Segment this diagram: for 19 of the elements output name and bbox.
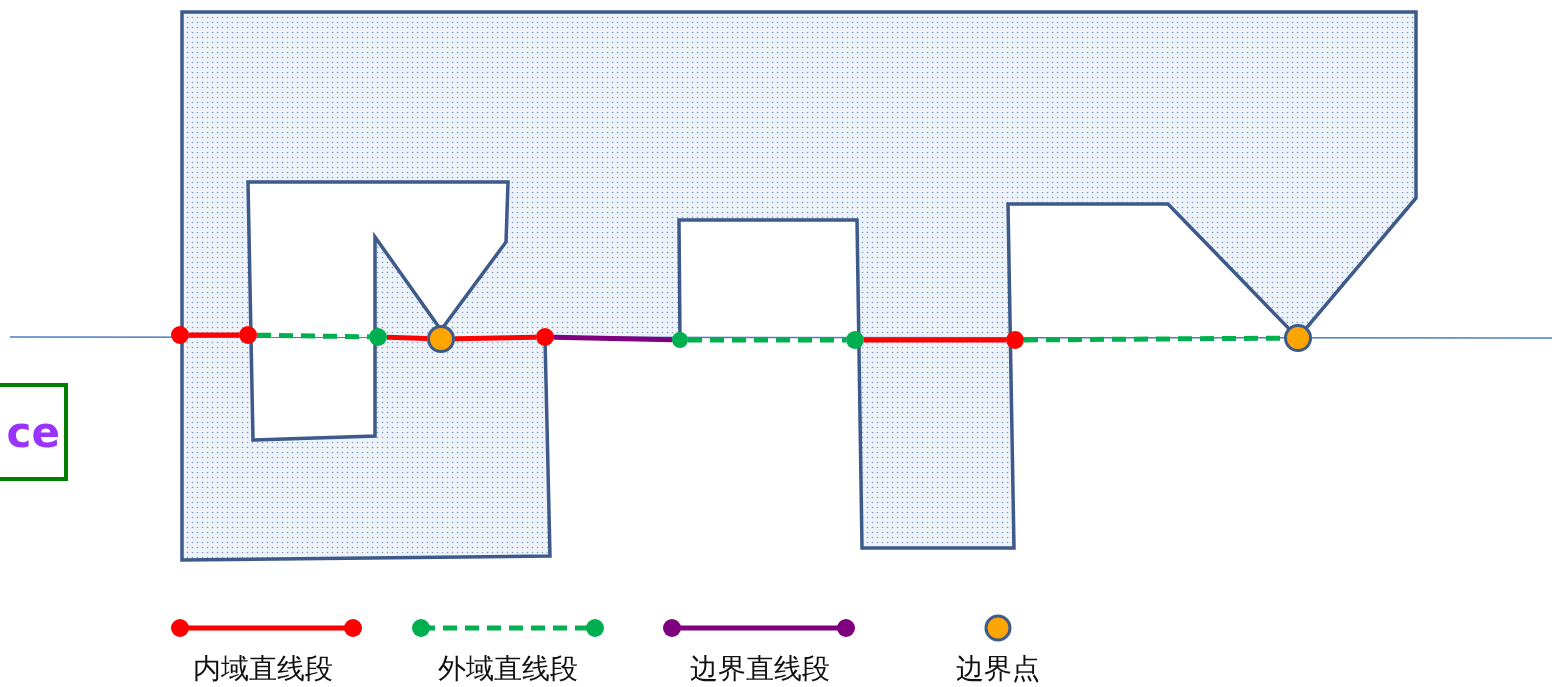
line-segment: [386, 334, 428, 342]
segment-point: [846, 331, 864, 349]
segment-point: [171, 326, 189, 344]
boundary-point: [1284, 324, 1312, 352]
segment-point: [672, 332, 688, 348]
segment-point: [1006, 331, 1024, 349]
dashed-segment: [688, 337, 846, 343]
text-box: ce: [0, 383, 68, 481]
segment-point: [369, 328, 387, 346]
legend-label: 内域直线段: [193, 652, 333, 686]
segment-point: [239, 326, 257, 344]
line-segment: [454, 334, 537, 342]
line-segment: [189, 332, 239, 338]
legend-label: 边界直线段: [690, 652, 830, 686]
legend-label: 外域直线段: [438, 652, 578, 686]
line-segment: [553, 334, 673, 343]
line-segment: [864, 337, 1006, 343]
dashed-segment: [256, 332, 370, 340]
legend-label: 边界点: [956, 652, 1040, 686]
